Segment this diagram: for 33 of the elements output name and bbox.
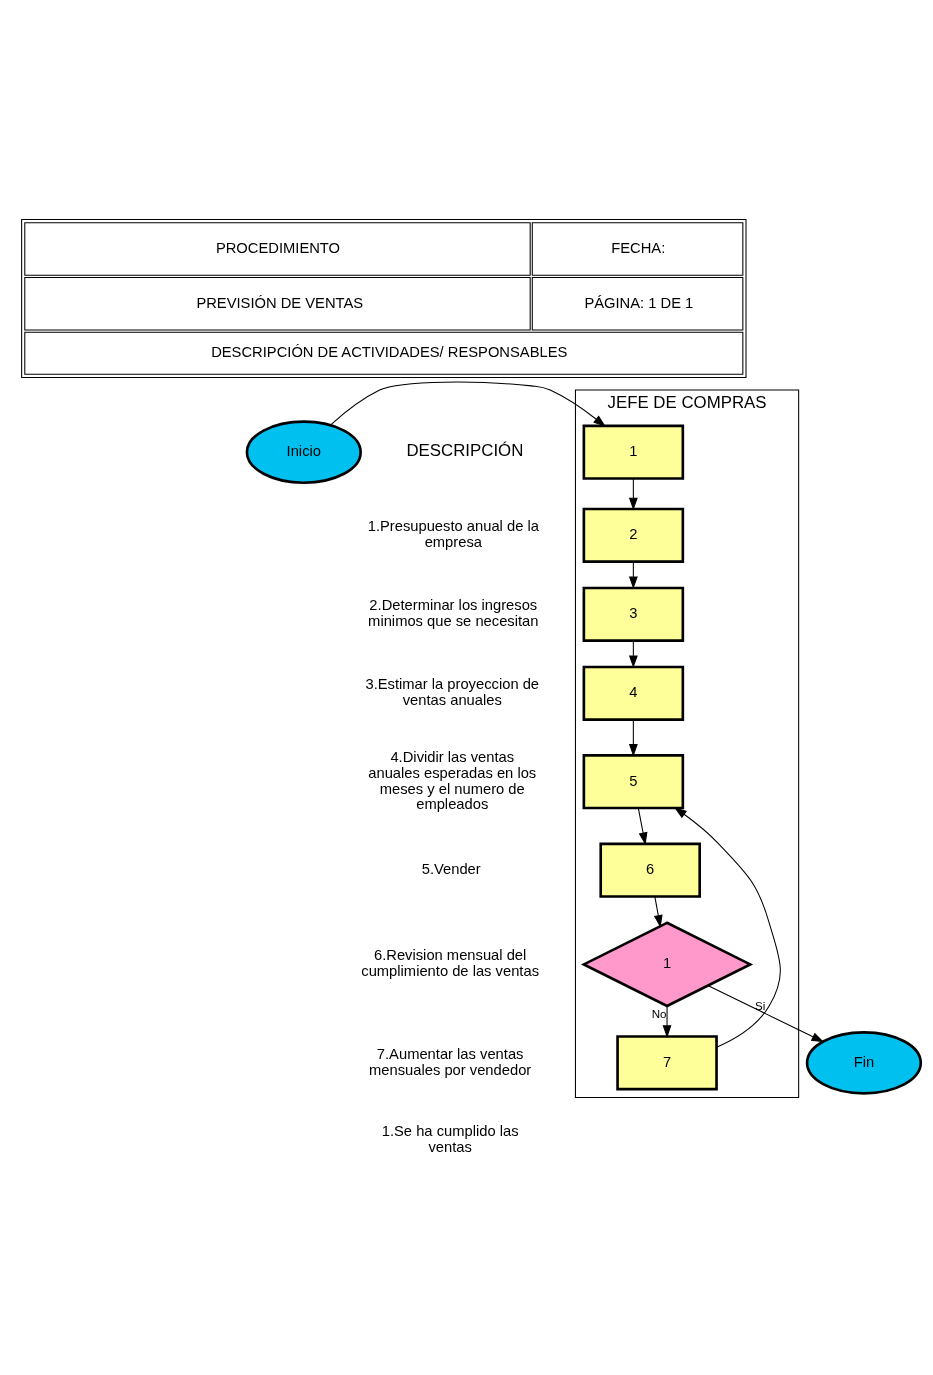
label: DESCRIPCIÓN DE ACTIVIDADES/ RESPONSABLES <box>210 344 567 361</box>
label: PROCEDIMIENTO <box>215 239 340 256</box>
node-box: 1 <box>582 424 684 480</box>
node-diamond: 1 <box>580 921 753 1008</box>
edge-label: No <box>651 1007 667 1020</box>
node-box: 7 <box>615 1035 718 1091</box>
label: 4.Dividir las ventas anuales esperadas en los meses y el numero de empleados <box>367 748 536 813</box>
label: FECHA: <box>610 239 665 256</box>
arrow <box>329 381 606 427</box>
node-box: 2 <box>582 507 684 563</box>
arrow <box>653 896 663 928</box>
arrow <box>673 807 781 1048</box>
edge-label: Si <box>754 1000 765 1013</box>
arrow <box>628 478 638 511</box>
label: 2.Determinar los ingresos minimos que se necesitan <box>367 597 538 630</box>
label: 6.Revision mensual del cumplimiento de las ventas <box>360 947 539 980</box>
label: 3.Estimar la proyeccion de ventas anuales <box>364 676 539 709</box>
label: 7.Aumentar las ventas mensuales por vendedor <box>368 1045 531 1078</box>
label: DESCRIPCIÓN <box>405 441 523 461</box>
label: PÁGINA: 1 DE 1 <box>583 294 693 311</box>
node-ellipse: Inicio <box>245 420 362 485</box>
label: 1.Se ha cumplido las ventas <box>381 1122 519 1155</box>
arrow <box>707 985 824 1043</box>
arrow <box>637 807 647 846</box>
node-box: 4 <box>582 665 684 721</box>
node-box: 5 <box>582 754 684 810</box>
arrow <box>628 719 638 757</box>
node-box: 6 <box>598 842 701 898</box>
label: PREVISIÓN DE VENTAS <box>195 294 363 311</box>
label: 1.Presupuesto anual de la empresa <box>367 518 539 551</box>
arrow <box>662 1005 671 1038</box>
node-box: 3 <box>582 586 684 642</box>
label: 5.Vender <box>421 861 481 878</box>
